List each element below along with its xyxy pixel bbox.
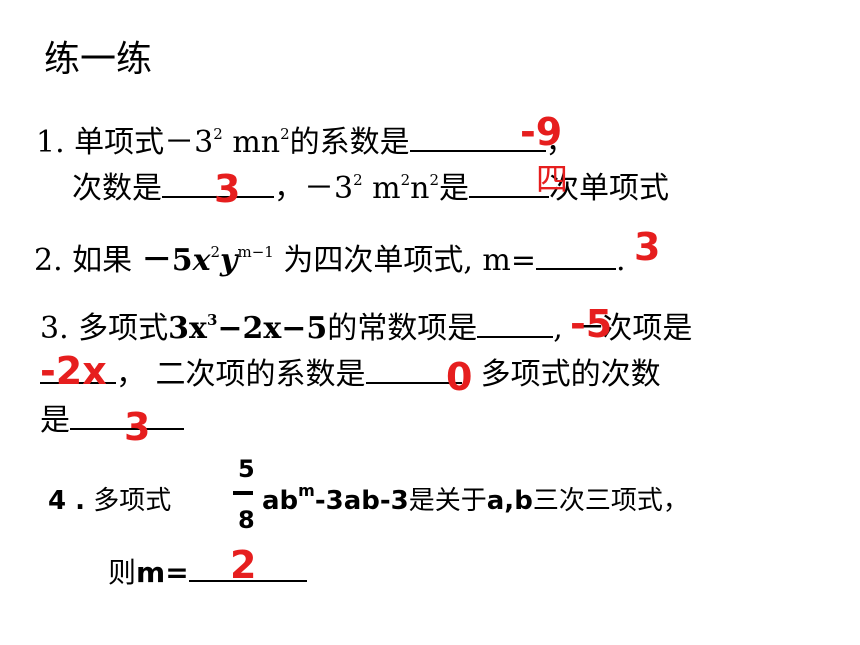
question-text: . <box>616 243 626 278</box>
fraction-denominator: 8 <box>238 506 255 534</box>
question-text: 的常数项是 <box>327 311 478 346</box>
question-text: ， <box>545 125 576 160</box>
question-text: m <box>362 171 401 206</box>
question-text: ，－3 <box>274 171 354 206</box>
question-1-line-2: 次数是，－32 m2n2是次单项式 <box>72 170 669 204</box>
question-text: 次单项式 <box>549 171 670 206</box>
question-text: , 一次项是 <box>553 311 693 346</box>
math-term: m= <box>136 556 189 589</box>
question-1-line-1: 1. 单项式－32 mn2的系数是， <box>36 124 576 158</box>
answer-m-value: 2 <box>230 543 257 587</box>
answer-blank <box>409 124 546 152</box>
answer-blank <box>40 356 116 384</box>
answer-linear-term: -2x <box>40 349 107 393</box>
answer-monomial-degree: 四 <box>536 160 569 198</box>
question-text: 多项式 <box>78 311 169 346</box>
math-term: −2x−5 <box>217 311 328 346</box>
answer-m-value: 3 <box>634 225 661 269</box>
question-text: n <box>410 171 430 206</box>
exponent: 2 <box>400 171 411 189</box>
answer-blank <box>469 170 550 198</box>
question-text: ， 二次项的系数是 <box>116 357 366 392</box>
question-text: . 多项式的次数 <box>461 357 661 392</box>
math-term: ab <box>262 486 299 516</box>
exponent: 2 <box>280 125 290 143</box>
fraction-bar <box>233 491 253 495</box>
question-number: 3. <box>40 311 69 346</box>
question-3-line-3: 是 <box>40 402 184 436</box>
answer-blank <box>477 310 554 338</box>
question-number: 2. <box>34 243 63 278</box>
math-term: －5 <box>141 243 193 278</box>
exponent: 2 <box>210 243 221 261</box>
question-text: 则 <box>108 556 137 589</box>
question-4-line-1: 4 . 多项式 <box>48 488 171 514</box>
answer-polynomial-degree: 3 <box>124 405 151 449</box>
answer-coefficient: -9 <box>520 110 563 154</box>
question-text: 次数是 <box>72 171 162 206</box>
fraction-numerator: 5 <box>238 455 255 483</box>
exponent: m <box>298 481 315 500</box>
question-4-line-2: 则m= <box>108 556 307 587</box>
answer-blank <box>536 242 617 270</box>
question-number: 1. <box>36 125 65 160</box>
answer-blank <box>162 170 274 198</box>
math-variable: x <box>192 243 211 278</box>
answer-quadratic-coefficient: 0 <box>446 355 473 399</box>
question-3-line-2: ， 二次项的系数是 . 多项式的次数 <box>40 356 661 390</box>
question-text: 的系数是 <box>289 125 410 160</box>
question-text: 为四次单项式, m= <box>273 243 537 278</box>
exponent: 2 <box>353 171 363 189</box>
question-text: 是 <box>40 403 70 438</box>
question-3-line-1: 3. 多项式3x3−2x−5的常数项是 , 一次项是 <box>40 310 692 344</box>
math-variable: y <box>220 243 238 278</box>
answer-blank <box>188 556 307 582</box>
question-2: 2. 如果 －5x2ym−1 为四次单项式, m=. <box>34 242 626 276</box>
question-text: 如果 <box>72 243 142 278</box>
question-text: 是关于 <box>408 486 487 516</box>
page-title: 练一练 <box>44 39 153 80</box>
question-text: 单项式－3 <box>74 125 214 160</box>
question-4-expression: abm-3ab-3是关于a,b三次三项式， <box>262 483 689 516</box>
answer-degree: 3 <box>214 167 241 211</box>
math-term: a,b <box>486 486 533 516</box>
math-term: -3ab-3 <box>314 486 409 516</box>
question-number: 4 . <box>48 486 86 516</box>
answer-constant-term: -5 <box>570 302 613 346</box>
exponent: 3 <box>206 311 218 329</box>
question-text: 多项式 <box>93 486 172 516</box>
math-term: 3x <box>168 311 207 346</box>
answer-blank <box>365 356 462 384</box>
answer-blank <box>70 402 184 430</box>
exponent: m−1 <box>237 243 274 261</box>
question-text: mn <box>222 125 281 160</box>
question-text: 三次三项式， <box>532 486 689 516</box>
question-text: 是 <box>439 171 470 206</box>
exponent: 2 <box>213 125 223 143</box>
exponent: 2 <box>429 171 440 189</box>
